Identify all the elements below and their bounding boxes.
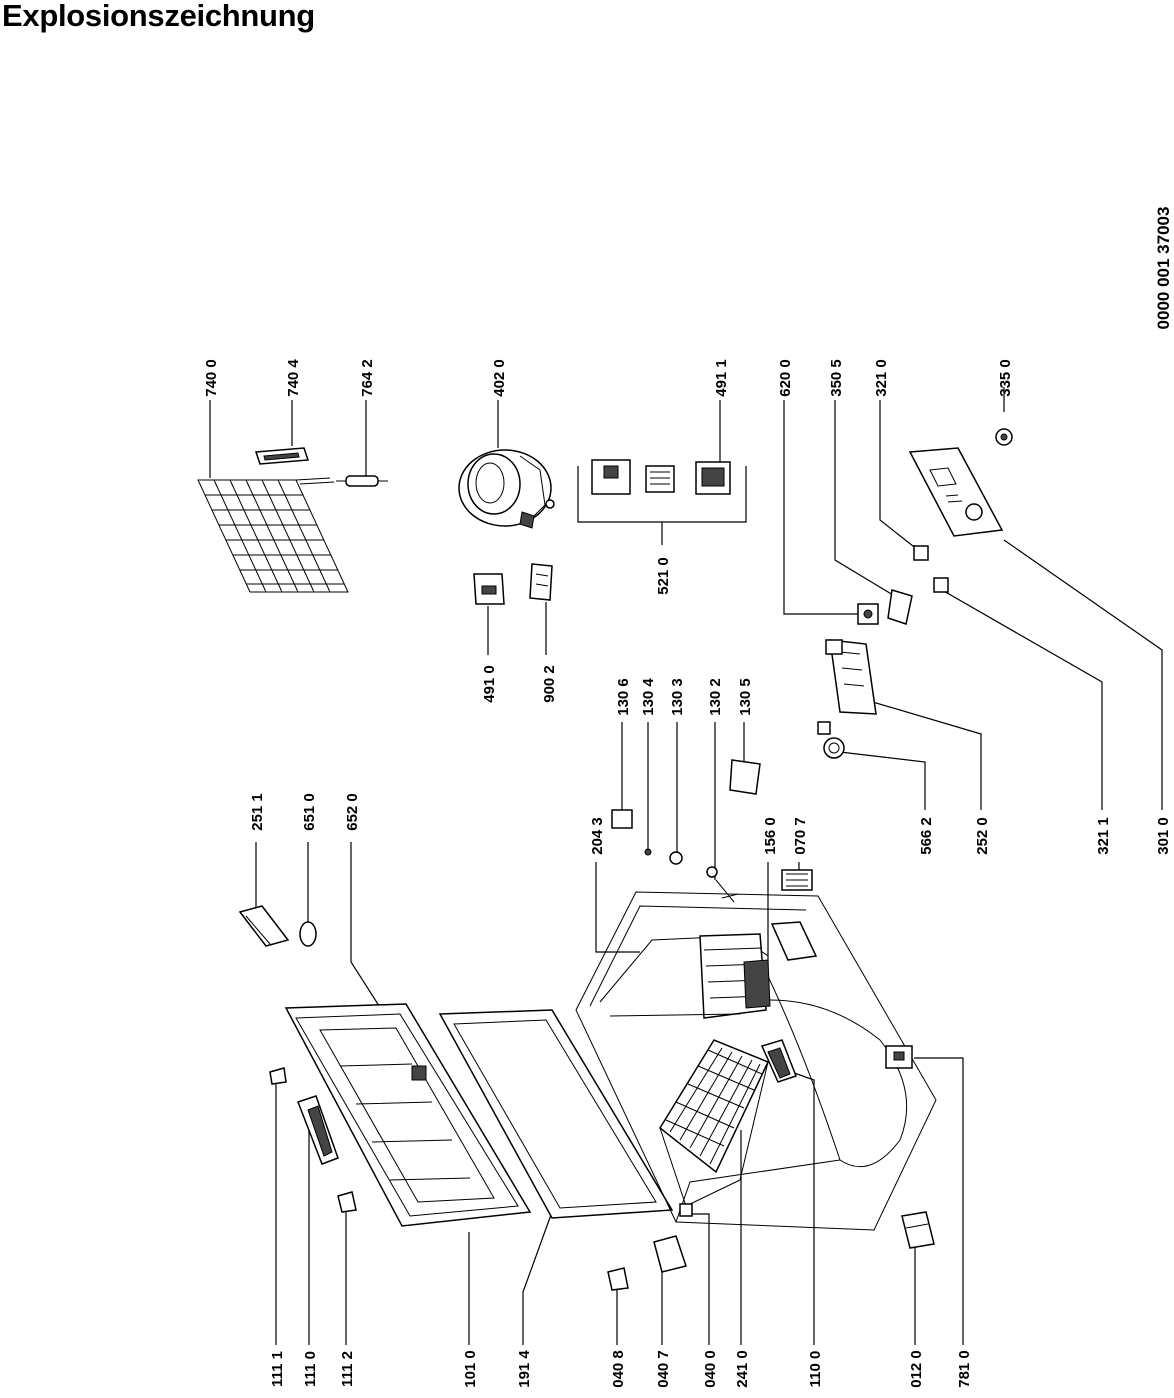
callout-1305: 130 5: [737, 678, 754, 716]
middle-callouts: 521 0 491 0 900 2 251 1 651 0 652 0 130 …: [249, 557, 1172, 855]
callout-6510: 651 0: [301, 793, 318, 831]
top-callouts: 740 0 740 4 764 2 402 0 491 1 620 0 350 …: [203, 359, 1014, 397]
callout-1112: 111 2: [339, 1351, 356, 1387]
bracket-part-7404: [254, 447, 310, 465]
callout-3010: 301 0: [1155, 817, 1172, 855]
starter-relay-part: [591, 459, 731, 495]
compressor-part: [458, 449, 555, 529]
lamp-holder-part: [887, 589, 913, 625]
callout-1111: 111 1: [269, 1351, 286, 1387]
callout-7810: 781 0: [956, 1350, 973, 1388]
page-title: Explosionszeichnung: [2, 0, 315, 33]
callout-7400: 740 0: [203, 359, 220, 397]
callout-5210: 521 0: [655, 557, 672, 595]
callout-2520: 252 0: [974, 817, 991, 855]
thermostat-housing-part: [825, 639, 877, 715]
small-parts-130x: [611, 759, 761, 903]
switch-part-3211: [933, 577, 949, 593]
callout-1560: 156 0: [762, 817, 779, 855]
document-number: 0000 001 37003: [1154, 207, 1173, 330]
callout-7404: 740 4: [285, 359, 302, 397]
callout-2043: 204 3: [589, 817, 606, 855]
callout-1110: 111 0: [302, 1351, 319, 1387]
condenser-coil-part: [197, 477, 349, 593]
thermostat-knob-part: [857, 603, 879, 625]
door-part: [284, 1003, 532, 1227]
drier-part: [336, 475, 388, 487]
part-0120: [901, 1211, 935, 1249]
foot-part-7810: [885, 1045, 913, 1069]
rail-part-1100: [760, 1039, 797, 1083]
callout-1303: 130 3: [669, 678, 686, 716]
basket-part: [659, 1039, 770, 1207]
callout-3505: 350 5: [828, 359, 845, 397]
callout-3210: 321 0: [873, 359, 890, 397]
callout-4911: 491 1: [713, 359, 730, 397]
callout-6200: 620 0: [777, 359, 794, 397]
callout-9002: 900 2: [541, 665, 558, 703]
callout-2410: 241 0: [734, 1350, 751, 1388]
switch-part-3210: [913, 545, 929, 561]
vent-grille-part: [781, 869, 813, 891]
callout-4910: 491 0: [481, 665, 498, 703]
callout-6520: 652 0: [344, 793, 361, 831]
knob-part-3350: [995, 428, 1013, 446]
callout-1100: 110 0: [807, 1351, 824, 1388]
callout-1914: 191 4: [516, 1350, 533, 1388]
callout-2511: 251 1: [249, 793, 266, 831]
callout-1302: 130 2: [707, 678, 724, 716]
callout-0120: 012 0: [908, 1350, 925, 1388]
control-panel-part: [908, 447, 1004, 537]
small-parts-040x: [607, 1203, 693, 1291]
callout-0707: 070 7: [792, 817, 809, 855]
door-gasket-part: [438, 1009, 674, 1219]
bottom-callouts: 111 1 111 0 111 2 101 0 191 4 040 8 040 …: [269, 1350, 973, 1388]
clip-part-4910: [473, 573, 505, 605]
callout-5662: 566 2: [918, 817, 935, 855]
callout-7642: 764 2: [359, 359, 376, 397]
callout-0407: 040 7: [655, 1350, 672, 1388]
cable-part-9002: [529, 563, 553, 601]
callout-1304: 130 4: [640, 678, 657, 716]
callout-3211: 321 1: [1095, 817, 1112, 855]
cabinet-part: [575, 891, 937, 1231]
callout-1010: 101 0: [462, 1350, 479, 1388]
callout-1306: 130 6: [615, 678, 632, 716]
callout-0400: 040 0: [702, 1350, 719, 1388]
bulb-part: [299, 921, 317, 947]
callout-0408: 040 8: [610, 1350, 627, 1388]
light-cover-part: [238, 905, 290, 947]
hinge-parts: [269, 1067, 357, 1213]
spring-part-5662: [817, 721, 845, 759]
callout-4020: 402 0: [491, 359, 508, 397]
callout-3350: 335 0: [997, 359, 1014, 397]
